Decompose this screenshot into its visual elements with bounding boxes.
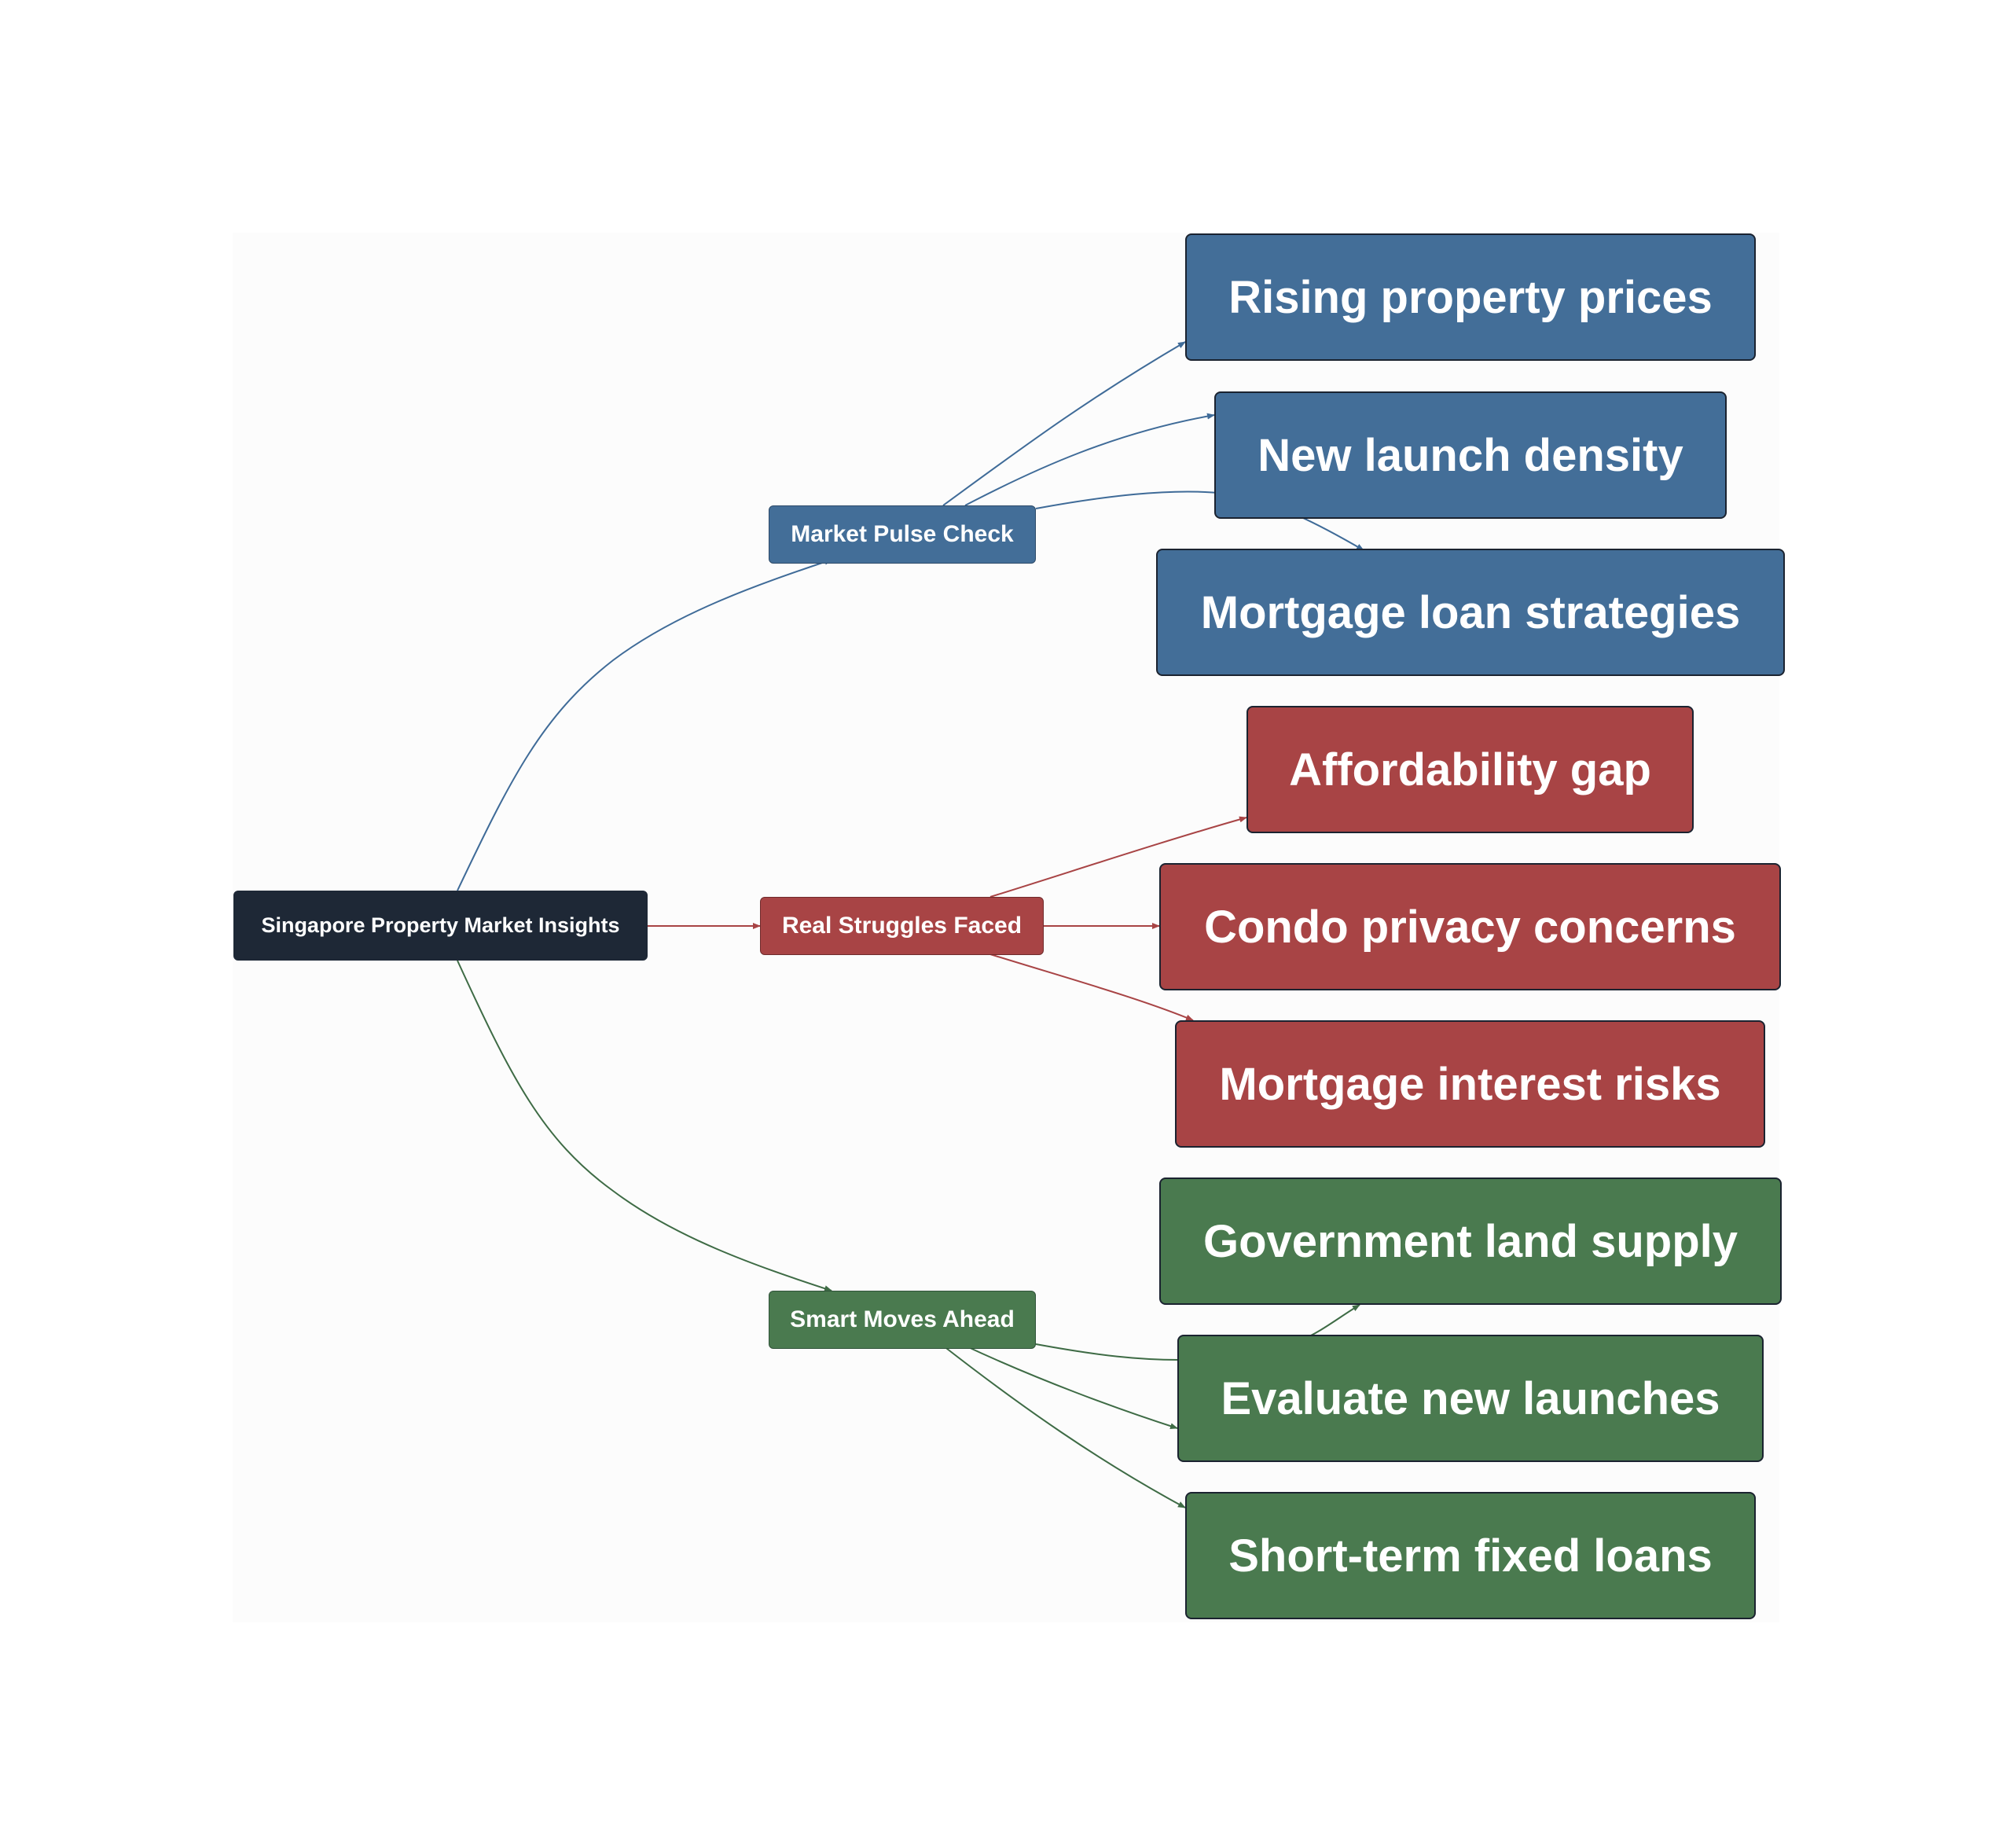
leaf-node-loan-strategies[interactable]: Mortgage loan strategies xyxy=(1156,549,1785,676)
branch-node-label: Smart Moves Ahead xyxy=(790,1306,1015,1332)
leaf-node-label: Government land supply xyxy=(1203,1215,1738,1267)
edge-market-to-launch-density xyxy=(964,413,1215,506)
leaf-node-label: Affordability gap xyxy=(1289,744,1651,795)
leaf-node-fixed-loans[interactable]: Short-term fixed loans xyxy=(1185,1492,1756,1619)
leaf-node-label: Evaluate new launches xyxy=(1221,1372,1720,1424)
leaf-node-interest-risks[interactable]: Mortgage interest risks xyxy=(1175,1020,1765,1148)
edge-moves-to-fixed-loans xyxy=(942,1345,1186,1508)
leaf-node-label: New launch density xyxy=(1258,429,1683,481)
edge-struggles-to-affordability xyxy=(989,816,1247,898)
edge-market-to-rising-prices xyxy=(942,341,1186,506)
edge-moves-to-evaluate-launches xyxy=(964,1345,1178,1430)
leaf-node-label: Rising property prices xyxy=(1228,271,1713,323)
branch-node-market[interactable]: Market Pulse Check xyxy=(769,505,1036,564)
leaf-node-privacy[interactable]: Condo privacy concerns xyxy=(1159,863,1781,990)
branch-node-struggles[interactable]: Real Struggles Faced xyxy=(760,897,1044,955)
leaf-node-evaluate-launches[interactable]: Evaluate new launches xyxy=(1177,1335,1764,1462)
leaf-node-label: Mortgage interest risks xyxy=(1219,1058,1721,1110)
edge-root-to-market xyxy=(457,559,832,891)
leaf-node-label: Condo privacy concerns xyxy=(1204,901,1736,953)
leaf-node-launch-density[interactable]: New launch density xyxy=(1214,391,1727,519)
branch-node-label: Real Struggles Faced xyxy=(781,913,1023,939)
branch-node-moves[interactable]: Smart Moves Ahead xyxy=(769,1291,1036,1349)
leaf-node-land-supply[interactable]: Government land supply xyxy=(1159,1178,1782,1305)
leaf-node-label: Mortgage loan strategies xyxy=(1200,586,1741,638)
edge-struggles-to-interest xyxy=(989,953,1194,1021)
leaf-node-label: Short-term fixed loans xyxy=(1228,1530,1713,1582)
edge-root-to-moves xyxy=(457,960,832,1292)
root-node-label: Singapore Property Market Insights xyxy=(261,913,620,937)
branch-node-label: Market Pulse Check xyxy=(791,521,1014,547)
root-node[interactable]: Singapore Property Market Insights xyxy=(233,891,648,961)
leaf-node-affordability[interactable]: Affordability gap xyxy=(1246,706,1694,833)
leaf-node-rising-prices[interactable]: Rising property prices xyxy=(1185,233,1756,361)
